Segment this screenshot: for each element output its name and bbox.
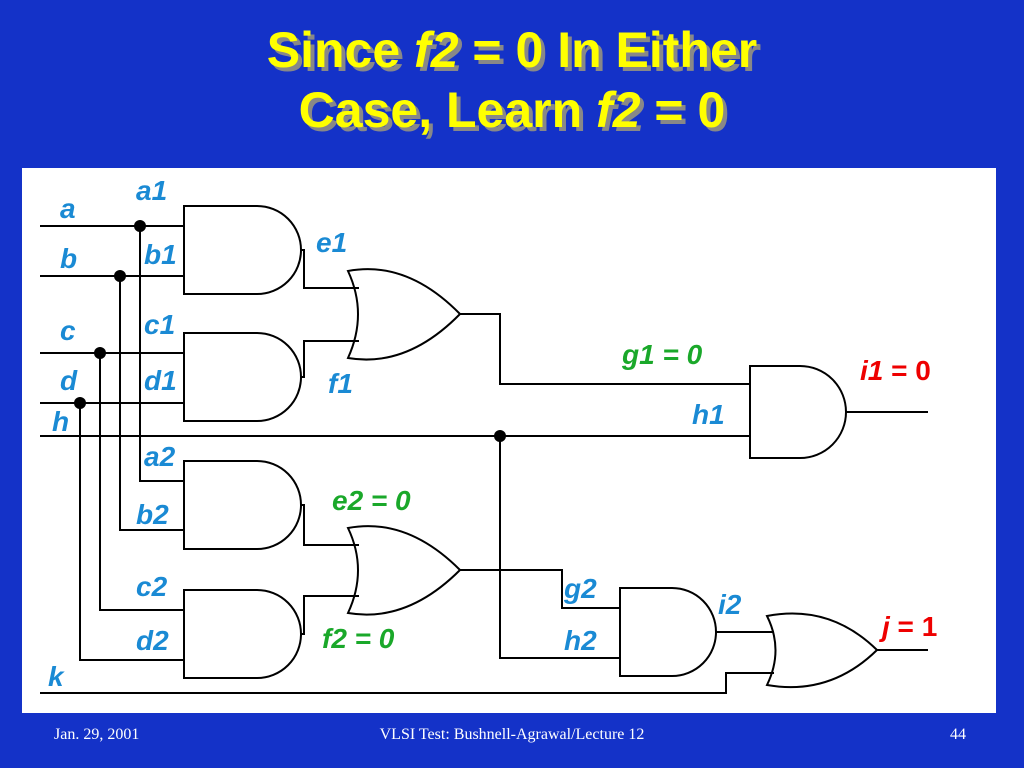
circuit-diagram: a b c d h k a1 b1 c1 d1 a2 b2 c2 d2 e1 f… bbox=[40, 175, 937, 694]
title-text: Case, Learn bbox=[298, 82, 597, 138]
label-f1: f1 bbox=[328, 368, 353, 399]
wire-e1 bbox=[301, 249, 359, 289]
label-e2: e2 = 0 bbox=[332, 485, 411, 516]
label-c1: c1 bbox=[144, 309, 175, 340]
title-text: = 0 bbox=[640, 82, 726, 138]
footer-page-number: 44 bbox=[950, 726, 966, 743]
label-j: j = 1 bbox=[878, 611, 937, 642]
label-j-var: j bbox=[878, 611, 891, 642]
junction-dot bbox=[114, 270, 126, 282]
circuit-panel: a b c d h k a1 b1 c1 d1 a2 b2 c2 d2 e1 f… bbox=[22, 168, 996, 713]
label-h1: h1 bbox=[692, 399, 725, 430]
wire-c2 bbox=[99, 353, 184, 611]
label-i2: i2 bbox=[718, 589, 742, 620]
junction-dot bbox=[134, 220, 146, 232]
wire-g1 bbox=[460, 313, 750, 385]
label-d: d bbox=[60, 365, 78, 396]
title-text: = 0 In Either bbox=[458, 22, 758, 78]
wire-k bbox=[40, 672, 774, 694]
label-c2: c2 bbox=[136, 571, 168, 602]
or-gate-2 bbox=[346, 525, 462, 616]
label-b1: b1 bbox=[144, 239, 177, 270]
wire-d2 bbox=[79, 403, 184, 661]
label-d1: d1 bbox=[144, 365, 177, 396]
wire-e2 bbox=[301, 504, 359, 546]
wire-f2 bbox=[301, 595, 359, 635]
title-signal: f2 bbox=[414, 22, 459, 78]
and-gate-3 bbox=[183, 460, 302, 550]
label-b2: b2 bbox=[136, 499, 169, 530]
and-gate-2 bbox=[183, 332, 302, 422]
junction-dot bbox=[74, 397, 86, 409]
label-b: b bbox=[60, 243, 77, 274]
label-e1: e1 bbox=[316, 227, 347, 258]
label-a2: a2 bbox=[144, 441, 176, 472]
label-g1: g1 = 0 bbox=[621, 339, 703, 370]
label-d2: d2 bbox=[136, 625, 169, 656]
title-text: Since bbox=[266, 22, 415, 78]
slide-title: Since f2 = 0 In Either Case, Learn f2 = … bbox=[0, 20, 1024, 140]
label-j-val: = 1 bbox=[890, 611, 937, 642]
label-i1-val: = 0 bbox=[883, 355, 930, 386]
label-f2: f2 = 0 bbox=[322, 623, 395, 654]
and-gate-4 bbox=[183, 589, 302, 679]
and-gate-1 bbox=[183, 205, 302, 295]
and-gate-6 bbox=[619, 587, 717, 677]
wire-b2 bbox=[119, 276, 184, 531]
wire-a2 bbox=[139, 226, 184, 482]
or-gate-3 bbox=[765, 612, 879, 689]
title-line-1: Since f2 = 0 In Either bbox=[0, 20, 1024, 80]
title-signal: f2 bbox=[596, 82, 641, 138]
junction-dot bbox=[94, 347, 106, 359]
label-a1: a1 bbox=[136, 175, 167, 206]
label-a: a bbox=[60, 193, 76, 224]
wire-f1 bbox=[301, 340, 359, 378]
wire-g2 bbox=[460, 569, 620, 609]
wire-h2 bbox=[499, 436, 620, 659]
footer-date: Jan. 29, 2001 bbox=[54, 726, 140, 743]
footer-course: VLSI Test: Bushnell-Agrawal/Lecture 12 bbox=[379, 726, 645, 743]
label-h2: h2 bbox=[564, 625, 597, 656]
label-g2: g2 bbox=[563, 573, 597, 604]
label-k: k bbox=[48, 661, 65, 692]
title-line-2: Case, Learn f2 = 0 bbox=[0, 80, 1024, 140]
label-i1-var: i1 bbox=[860, 355, 883, 386]
and-gate-5 bbox=[749, 365, 847, 459]
label-h: h bbox=[52, 406, 69, 437]
or-gate-1 bbox=[346, 268, 462, 361]
label-i1: i1 = 0 bbox=[860, 355, 931, 386]
junction-dot bbox=[494, 430, 506, 442]
label-c: c bbox=[60, 315, 76, 346]
